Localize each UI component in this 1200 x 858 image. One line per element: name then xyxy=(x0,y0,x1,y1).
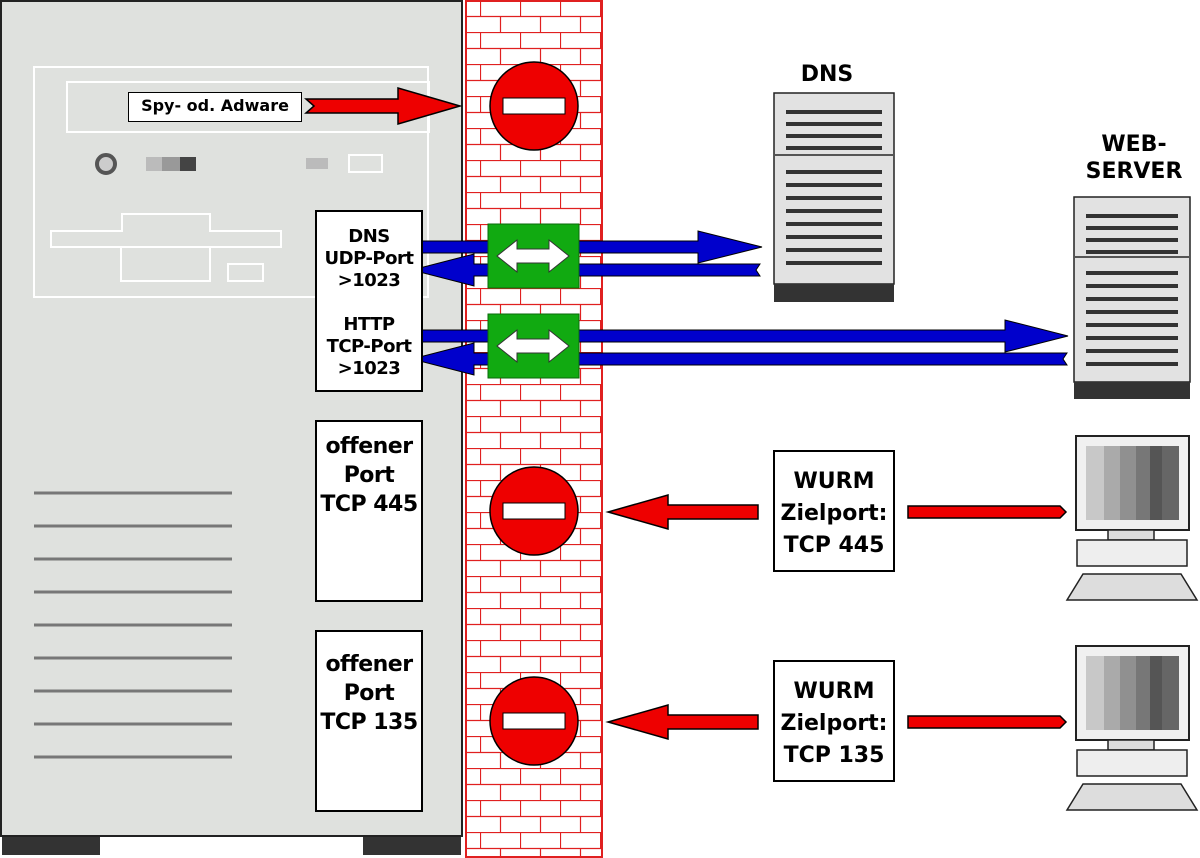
allow-icon-http xyxy=(487,313,580,379)
case-vents xyxy=(34,491,232,759)
adware-outbound-arrow xyxy=(304,87,463,125)
web-server-icon xyxy=(1073,196,1191,399)
adware-label: Spy- od. Adware xyxy=(128,92,302,122)
pc-case xyxy=(0,0,463,855)
block-icon-adware xyxy=(489,61,579,151)
power-button xyxy=(95,153,117,175)
client-computer-icon-1 xyxy=(1065,435,1199,601)
worm-label-135: WURM Zielport: TCP 135 xyxy=(773,660,895,782)
block-icon-135 xyxy=(489,676,579,766)
allow-icon-dns xyxy=(487,223,580,289)
worm-label-445: WURM Zielport: TCP 445 xyxy=(773,450,895,572)
port-box-tcp-135: offener Port TCP 135 xyxy=(315,630,423,812)
dns-server-label: DNS xyxy=(800,62,854,87)
port-box-tcp-445: offener Port TCP 445 xyxy=(315,420,423,602)
web-server-label: WEB- SERVER xyxy=(1085,132,1183,184)
pc-foot-right xyxy=(363,837,461,855)
worm-445-arrow xyxy=(605,494,759,530)
worm-135-source-line xyxy=(907,715,1068,729)
worm-445-source-line xyxy=(907,505,1068,519)
dns-traffic-arrows xyxy=(411,230,763,287)
port-box-dns-http: DNS UDP-Port >1023 HTTP TCP-Port >1023 xyxy=(315,210,423,392)
client-computer-icon-2 xyxy=(1065,645,1199,811)
worm-135-arrow xyxy=(605,704,759,740)
dns-server-icon xyxy=(773,92,895,302)
block-icon-445 xyxy=(489,466,579,556)
pc-foot-left xyxy=(2,837,100,855)
